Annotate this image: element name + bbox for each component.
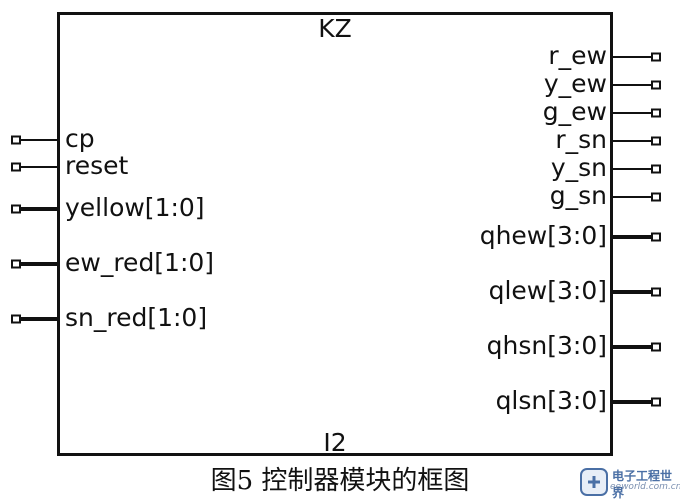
output-port-label: g_ew [542, 97, 607, 126]
output-pin-marker [651, 397, 661, 407]
eeworld-logo-icon [580, 468, 608, 496]
output-pin-marker [651, 80, 661, 90]
output-pin-marker [651, 164, 661, 174]
output-pin-marker [651, 108, 661, 118]
input-port-label: sn_red[1:0] [65, 303, 208, 332]
input-port-label: reset [65, 151, 129, 180]
output-port-label: qhew[3:0] [479, 221, 607, 250]
input-port-label: yellow[1:0] [65, 193, 205, 222]
controller-block [57, 12, 613, 456]
watermark-line-2: eeworld.com.cn [610, 482, 680, 492]
block-title: KZ [318, 14, 352, 43]
output-port-label: qlsn[3:0] [495, 386, 607, 415]
input-pin-marker [11, 162, 21, 172]
instance-label: I2 [323, 428, 347, 457]
output-port-label: qhsn[3:0] [486, 331, 607, 360]
input-pin-marker [11, 204, 21, 214]
input-pin-marker [11, 314, 21, 324]
output-pin-marker [651, 136, 661, 146]
output-port-label: y_ew [543, 69, 607, 98]
output-port-label: y_sn [550, 153, 607, 182]
output-pin-marker [651, 287, 661, 297]
output-pin-marker [651, 52, 661, 62]
output-port-label: g_sn [549, 181, 607, 210]
output-port-label: qlew[3:0] [488, 276, 607, 305]
output-pin-marker [651, 342, 661, 352]
input-pin-marker [11, 259, 21, 269]
input-pin-marker [11, 135, 21, 145]
figure-caption: 图5 控制器模块的框图 [210, 466, 470, 496]
output-port-label: r_sn [555, 125, 607, 154]
watermark-line-1: 电子工程世界 [612, 469, 673, 500]
input-port-label: cp [65, 124, 95, 153]
output-pin-marker [651, 192, 661, 202]
input-port-label: ew_red[1:0] [65, 248, 215, 277]
output-port-label: r_ew [548, 41, 607, 70]
output-pin-marker [651, 232, 661, 242]
